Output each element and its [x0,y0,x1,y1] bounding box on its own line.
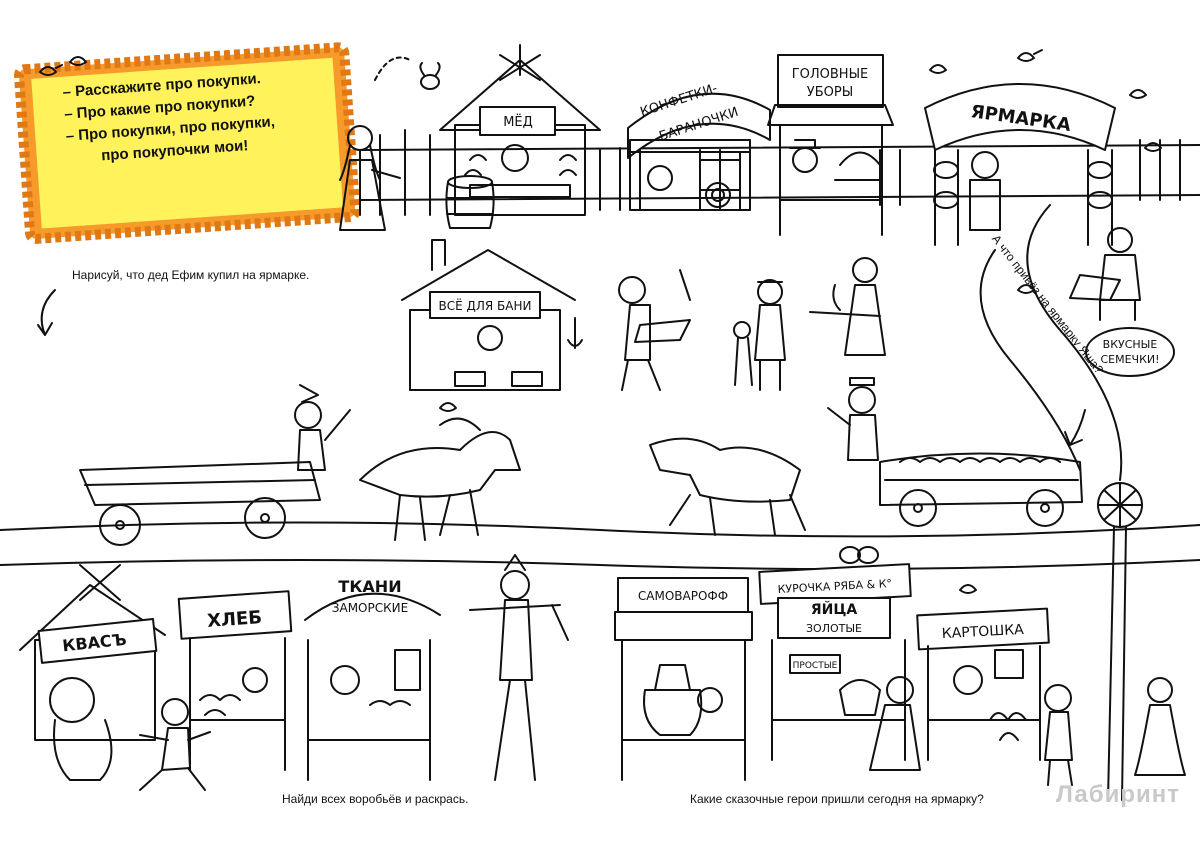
left-cart [79,384,351,546]
kvas-stall [19,564,166,781]
sign-bath: ВСЁ ДЛЯ БАНИ [439,298,532,313]
boy-tray [618,269,691,391]
instruction-heroes: Какие сказочные герои пришли сегодня на … [690,792,984,806]
winding-road [979,204,1123,481]
arrow-right [1064,409,1086,446]
bath-stall [401,239,583,391]
arrow-left [37,289,56,336]
sign-hats-1: ГОЛОВНЫЕ [792,67,869,82]
sign-eggs-2: ЗОЛОТЫЕ [806,622,862,635]
sign-seeds-2: СЕМЕЧКИ! [1100,353,1159,366]
sign-hats-2: УБОРЫ [807,85,853,100]
sign-fabric-1: ТКАНИ [338,577,401,596]
potato-stall [916,607,1050,761]
bee-trail [374,56,411,81]
sign-fabric-2: ЗАМОРСКИЕ [332,601,408,615]
seeds-speech-bubble [1085,327,1175,377]
ground-line-2 [0,559,1200,570]
left-horse [359,417,521,541]
grandma-figure [869,676,921,771]
hats-stall [767,54,894,236]
running-boy [139,698,211,791]
sign-seeds-1: ВКУСНЫЕ [1103,338,1158,351]
scarecrow [469,554,569,781]
sign-bread: ХЛЕБ [207,607,263,632]
sign-eggs-1: ЯЙЦА [811,601,857,618]
fabric-stall [304,592,441,781]
bread-stall [177,590,293,771]
candy-stall [627,92,771,211]
honey-stall [439,44,601,216]
sign-honey: МЁД [503,114,533,130]
bee-icon [419,62,441,90]
instruction-sparrows: Найди всех воробьёв и раскрась. [282,792,469,806]
sign-simple: ПРОСТЫЕ [793,661,838,671]
fair-arch [924,83,1116,246]
sparrows [39,49,1162,594]
soldier-figure [733,279,786,391]
children-right [1044,677,1186,786]
samovar-stall [614,577,753,781]
right-horse [649,437,806,536]
hen-stall [758,546,912,761]
sign-samovar: САМОВАРОФФ [638,589,728,603]
sign-potato: КАРТОШКА [941,622,1024,642]
pole-wheel [1097,482,1143,801]
ground-line [0,521,1200,538]
woman-bread [809,257,886,356]
girl-figure [339,125,401,231]
instruction-draw: Нарисуй, что дед Ефим купил на ярмарке. [72,268,310,282]
watermark-logo: Лабиринт [1055,781,1180,808]
right-cart [827,377,1083,527]
sign-hen: КУРОЧКА РЯБА & К° [777,577,892,596]
barrel [445,175,495,229]
seeds-seller [1069,227,1141,321]
